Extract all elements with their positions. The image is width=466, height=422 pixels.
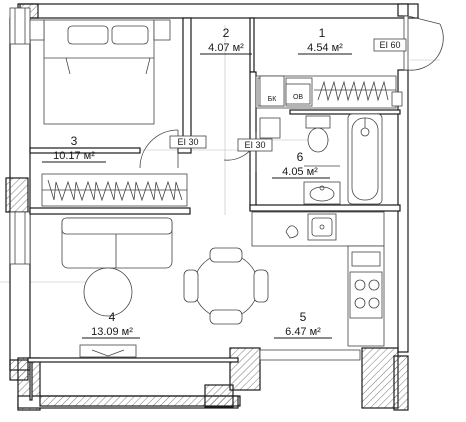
utility-boxes <box>259 75 311 107</box>
room-area-5: 6.47 м² <box>285 326 321 338</box>
double-bed <box>29 19 171 125</box>
room-label-2: 2 4.07 м² <box>200 26 252 55</box>
room-area-4: 13.09 м² <box>91 326 133 338</box>
fire-rating-bathroom: EI 30 <box>237 138 273 152</box>
bathroom-fixtures <box>259 113 383 205</box>
fire-rating-entrance: EI 60 <box>373 38 407 52</box>
meter-label: OB <box>293 94 303 101</box>
room-number-1: 1 <box>319 26 326 40</box>
room-number-6: 6 <box>297 150 304 164</box>
room-number-5: 5 <box>300 310 307 324</box>
room-label-4: 4 13.09 м² <box>82 310 140 339</box>
round-rug <box>83 267 133 317</box>
fire-rating-entrance-label: EI 60 <box>379 40 400 50</box>
room-label-3: 3 10.17 м² <box>42 134 106 163</box>
room-label-6: 6 4.05 м² <box>272 150 330 179</box>
room-number-4: 4 <box>109 310 116 324</box>
boiler-label: БК <box>268 96 278 103</box>
room-area-2: 4.07 м² <box>208 42 244 54</box>
fire-rating-bedroom: EI 30 <box>169 135 207 149</box>
entrance-door <box>403 15 444 71</box>
fire-rating-bedroom-label: EI 30 <box>177 137 198 147</box>
room-area-3: 10.17 м² <box>53 150 95 162</box>
room-label-1: 1 4.54 м² <box>298 26 352 55</box>
room-area-1: 4.54 м² <box>307 42 343 54</box>
room-number-2: 2 <box>223 26 230 40</box>
kitchen-counter <box>251 211 385 347</box>
room-number-3: 3 <box>71 134 78 148</box>
balcony-walls <box>17 347 409 411</box>
tv-unit <box>79 344 137 358</box>
dining-table <box>183 247 269 325</box>
sofa <box>61 217 173 269</box>
fire-rating-bathroom-label: EI 30 <box>244 140 265 150</box>
room-label-5: 5 6.47 м² <box>274 310 332 339</box>
bedroom-wardrobe <box>41 173 188 207</box>
room-area-6: 4.05 м² <box>282 166 318 178</box>
